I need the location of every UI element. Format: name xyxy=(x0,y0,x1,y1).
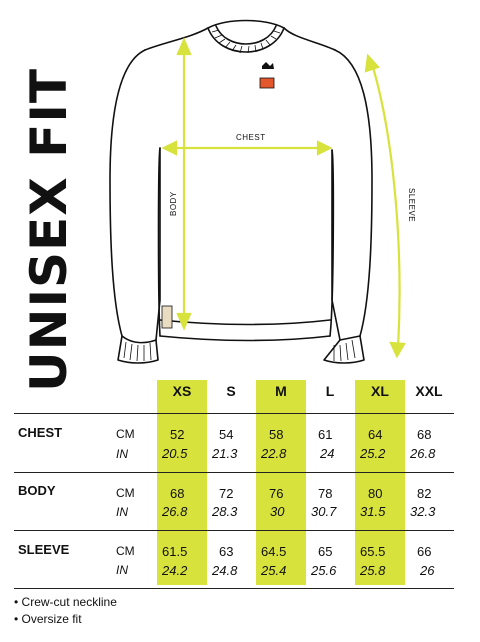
note-fit: • Oversize fit xyxy=(14,612,82,626)
table-divider xyxy=(14,413,454,414)
table-cell: 32.3 xyxy=(410,504,436,519)
unit-cm: CM xyxy=(116,427,135,441)
logo-icon xyxy=(262,62,274,69)
table-cell: 76 xyxy=(269,486,284,501)
table-cell: 22.8 xyxy=(261,446,287,461)
unit-cm: CM xyxy=(116,544,135,558)
table-cell: 24.2 xyxy=(162,563,188,578)
unit-cm: CM xyxy=(116,486,135,500)
table-cell: 25.4 xyxy=(261,563,287,578)
table-cell: 20.5 xyxy=(162,446,188,461)
size-header-xxl: XXL xyxy=(415,383,443,399)
size-header-xl: XL xyxy=(371,383,389,399)
table-cell: 30.7 xyxy=(311,504,337,519)
table-cell: 28.3 xyxy=(212,504,238,519)
table-cell: 65.5 xyxy=(360,544,386,559)
highlight-column-xs xyxy=(157,380,207,585)
table-divider xyxy=(14,530,454,531)
table-cell: 54 xyxy=(219,427,234,442)
size-header-xs: XS xyxy=(172,383,192,399)
unit-in: IN xyxy=(116,505,128,519)
table-divider xyxy=(14,588,454,589)
sweatshirt-diagram: CHEST BODY SLEEVE xyxy=(109,19,416,364)
table-cell: 52 xyxy=(170,427,185,442)
sleeve-label: SLEEVE xyxy=(407,188,416,222)
row-label-sleeve: SLEEVE xyxy=(18,542,70,557)
note-neckline: • Crew-cut neckline xyxy=(14,595,117,609)
table-divider xyxy=(14,472,454,473)
unit-in: IN xyxy=(116,447,128,461)
table-cell: 26 xyxy=(420,563,435,578)
table-cell: 21.3 xyxy=(212,446,238,461)
table-cell: 25.6 xyxy=(311,563,337,578)
table-cell: 58 xyxy=(269,427,284,442)
table-cell: 31.5 xyxy=(360,504,386,519)
table-cell: 68 xyxy=(417,427,432,442)
table-cell: 61 xyxy=(318,427,333,442)
side-label-icon xyxy=(161,305,173,329)
table-cell: 64.5 xyxy=(261,544,287,559)
table-cell: 78 xyxy=(318,486,333,501)
table-cell: 25.8 xyxy=(360,563,386,578)
table-cell: 80 xyxy=(368,486,383,501)
table-cell: 30 xyxy=(270,504,285,519)
highlight-column-m xyxy=(256,380,306,585)
brand-tag-icon xyxy=(259,77,275,89)
table-cell: 66 xyxy=(417,544,432,559)
size-header-s: S xyxy=(226,383,236,399)
table-cell: 63 xyxy=(219,544,234,559)
table-cell: 72 xyxy=(219,486,234,501)
table-cell: 24.8 xyxy=(212,563,238,578)
highlight-column-xl xyxy=(355,380,405,585)
table-cell: 26.8 xyxy=(162,504,188,519)
body-label: BODY xyxy=(169,191,178,216)
row-label-chest: CHEST xyxy=(18,425,63,440)
row-label-body: BODY xyxy=(18,483,56,498)
table-cell: 64 xyxy=(368,427,383,442)
size-header-m: M xyxy=(275,383,287,399)
table-cell: 24 xyxy=(320,446,335,461)
unit-in: IN xyxy=(116,563,128,577)
table-cell: 65 xyxy=(318,544,333,559)
table-cell: 61.5 xyxy=(162,544,188,559)
table-cell: 25.2 xyxy=(360,446,386,461)
chest-label: CHEST xyxy=(236,133,266,142)
table-cell: 26.8 xyxy=(410,446,436,461)
size-header-l: L xyxy=(325,383,335,399)
table-cell: 68 xyxy=(170,486,185,501)
table-cell: 82 xyxy=(417,486,432,501)
